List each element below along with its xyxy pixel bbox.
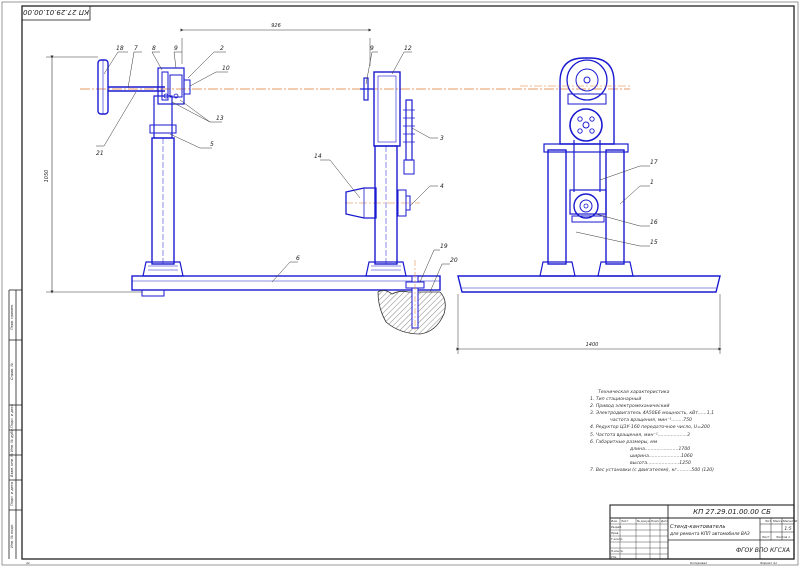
left-column-top [153, 95, 173, 139]
part-num-9a: 9 [174, 45, 178, 52]
part-num-7: 7 [134, 45, 138, 52]
title-razrab: Разраб. [611, 525, 622, 529]
left-column-base [142, 261, 184, 277]
sheet-size-mark: A1 [25, 561, 30, 565]
technical-specs: Техническая характеристика 1. Тип стацио… [590, 389, 740, 474]
title-ndokum: № докум. [636, 519, 651, 523]
title-sheets: Листов 1 [775, 535, 790, 539]
part-num-13: 13 [216, 115, 224, 122]
part-num-5: 5 [210, 141, 214, 148]
part-num-17: 17 [650, 159, 658, 166]
side-flange [569, 108, 603, 142]
spec-line-7: длина.......................1700 [630, 446, 691, 452]
title-scale: 1:5 [784, 526, 791, 532]
part-num-9b: 9 [370, 45, 374, 52]
worm-screw [405, 99, 413, 161]
title-line-1: Стенд-кантователь [670, 524, 726, 530]
strip-label-1: Подп. и дата [10, 482, 14, 506]
strip-label-5: Справ. № [10, 363, 14, 380]
part-num-2: 2 [220, 45, 224, 52]
doc-code-box [21, 5, 91, 21]
title-lit: Лит. [764, 519, 772, 523]
title-list: Лист [620, 519, 628, 523]
spec-line-1: 2. Привод электромеханический [590, 404, 670, 410]
top-wheel [566, 59, 608, 101]
leader-lines [96, 51, 650, 293]
side-motor [569, 189, 607, 215]
side-strip: Инв. № подл. Подп. и дата Взам. инв. № И… [8, 289, 22, 559]
dimension-left: 1050 [44, 55, 142, 294]
part-numbers: 18 7 8 9 2 10 13 21 5 9 12 3 14 4 6 19 2… [96, 45, 658, 264]
title-line-2: для ремонта КПП автомобиля ВАЗ [669, 531, 750, 537]
title-doc-code: КП 27.29.01.00.00 СБ [693, 508, 771, 516]
gearbox-housing [373, 71, 401, 147]
spec-line-5: 5. Частота вращения, мин⁻¹..............… [590, 432, 690, 438]
strip-label-6: Перв. примен. [10, 304, 14, 330]
base-beam [131, 275, 441, 291]
title-izm: Изм. [611, 519, 618, 523]
base-foot-left [141, 289, 165, 297]
title-scale-label: Масштаб [783, 519, 797, 523]
part-num-15: 15 [650, 239, 658, 246]
spec-line-0: 1. Тип стационарный [590, 397, 642, 403]
part-num-21: 21 [96, 150, 104, 157]
right-column-base [365, 261, 407, 277]
part-num-18: 18 [116, 45, 124, 52]
dim-left-value: 1050 [44, 170, 50, 183]
dim-top-value: 926 [271, 23, 281, 29]
doc-code-rotated: КП 27.29.01.00.00 [23, 8, 89, 16]
spec-line-8: ширина......................1060 [630, 453, 693, 459]
spec-line-10: 7. Вес установки (с двигателем), кг.....… [590, 468, 714, 474]
spec-line-9: высота......................1250 [630, 460, 691, 466]
title-sheet: Лист [761, 535, 770, 539]
part-num-10: 10 [222, 65, 230, 72]
strip-label-0: Инв. № подл. [10, 524, 14, 548]
title-prov: Пров. [611, 531, 619, 535]
part-num-8: 8 [152, 45, 156, 52]
part-num-19: 19 [440, 243, 448, 250]
title-tkontr: Т.контр. [611, 537, 623, 541]
footer-kopiroval: Копировал [690, 561, 707, 565]
side-frame-right [605, 149, 625, 265]
part-num-20: 20 [450, 257, 458, 264]
title-block [609, 504, 795, 560]
side-base [457, 275, 721, 293]
strip-label-4: Подп. и дата [10, 404, 14, 428]
footer-format: Формат А1 [760, 561, 777, 565]
spec-line-3: частота вращения, мин⁻¹........750 [610, 418, 692, 424]
part-num-4: 4 [440, 183, 444, 190]
dim-bottom-value: 1400 [586, 342, 599, 348]
title-podp: Подп. [651, 519, 660, 523]
part-num-1: 1 [650, 179, 654, 186]
strip-label-3: Инв. № дубл. [10, 428, 14, 452]
side-housing [559, 57, 615, 145]
spec-line-2: 3. Электродвигатель 4А50Б6 мощность, кВт… [590, 411, 715, 417]
title-mass: Масса [773, 519, 783, 523]
title-utv: Утв. [611, 555, 617, 559]
part-num-6: 6 [296, 255, 300, 262]
specs-title: Техническая характеристика [598, 390, 670, 395]
inner-frame [21, 5, 795, 560]
strip-label-2: Взам. инв. № [10, 453, 14, 477]
dimension-top: 926 [180, 23, 372, 66]
title-org: ФГОУ ВПО КГСХА [736, 547, 790, 554]
spec-line-4: 4. Редуктор Ц3У-160 передаточное число, … [590, 425, 710, 431]
spec-line-6: 6. Габаритные размеры, мм [590, 439, 658, 445]
part-num-12: 12 [404, 45, 412, 52]
title-data: Дата [660, 519, 669, 523]
dimension-bottom: 1400 [456, 294, 722, 354]
part-num-14: 14 [314, 153, 322, 160]
part-num-16: 16 [650, 219, 658, 226]
side-frame-left [547, 149, 567, 265]
title-nkontr: Н.контр. [611, 549, 624, 553]
part-num-3: 3 [440, 135, 444, 142]
motor-pulley [573, 193, 599, 219]
